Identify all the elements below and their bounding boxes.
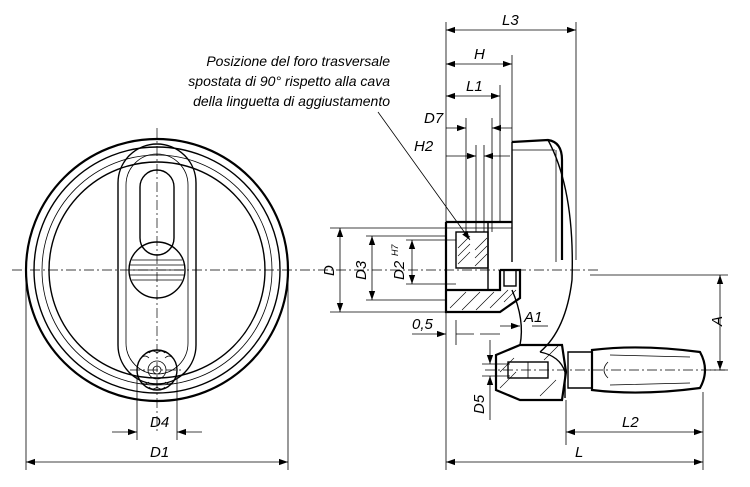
hub-flange <box>444 268 522 314</box>
side-view <box>300 138 725 402</box>
dim-D2-tolerance: H7 <box>390 244 400 256</box>
dim-0-5: 0,5 <box>412 316 434 333</box>
dim-L1: L1 <box>466 78 483 95</box>
dim-A: A <box>709 316 726 327</box>
dim-D5: D5 <box>471 394 488 414</box>
note: Posizione del foro trasversale spostata … <box>188 53 390 109</box>
dim-D1: D1 <box>150 444 169 461</box>
bore-hatching <box>455 231 489 269</box>
dim-D: D <box>321 265 338 276</box>
handle-grip <box>567 346 707 394</box>
handle-knob <box>130 349 184 391</box>
note-line-1: Posizione del foro trasversale <box>206 53 390 69</box>
dim-L: L <box>575 444 583 461</box>
dim-D2: D2 <box>391 260 408 280</box>
dim-L3: L3 <box>502 12 519 29</box>
note-line-2: spostata di 90° rispetto alla cava <box>188 73 390 89</box>
dim-D3: D3 <box>353 260 370 280</box>
handle-boss <box>494 343 568 402</box>
front-view: D4 D1 <box>12 128 300 470</box>
side-dimensions: L3 H L1 D7 H2 D D3 <box>321 12 728 470</box>
dim-D7: D7 <box>424 110 444 127</box>
dim-A1: A1 <box>523 309 542 326</box>
dim-H2: H2 <box>414 138 434 155</box>
dim-L2: L2 <box>622 414 639 431</box>
note-line-3: della linguetta di aggiustamento <box>193 93 390 109</box>
dim-D4: D4 <box>150 414 169 431</box>
hub-ribs <box>130 259 184 281</box>
dim-H: H <box>474 46 485 63</box>
